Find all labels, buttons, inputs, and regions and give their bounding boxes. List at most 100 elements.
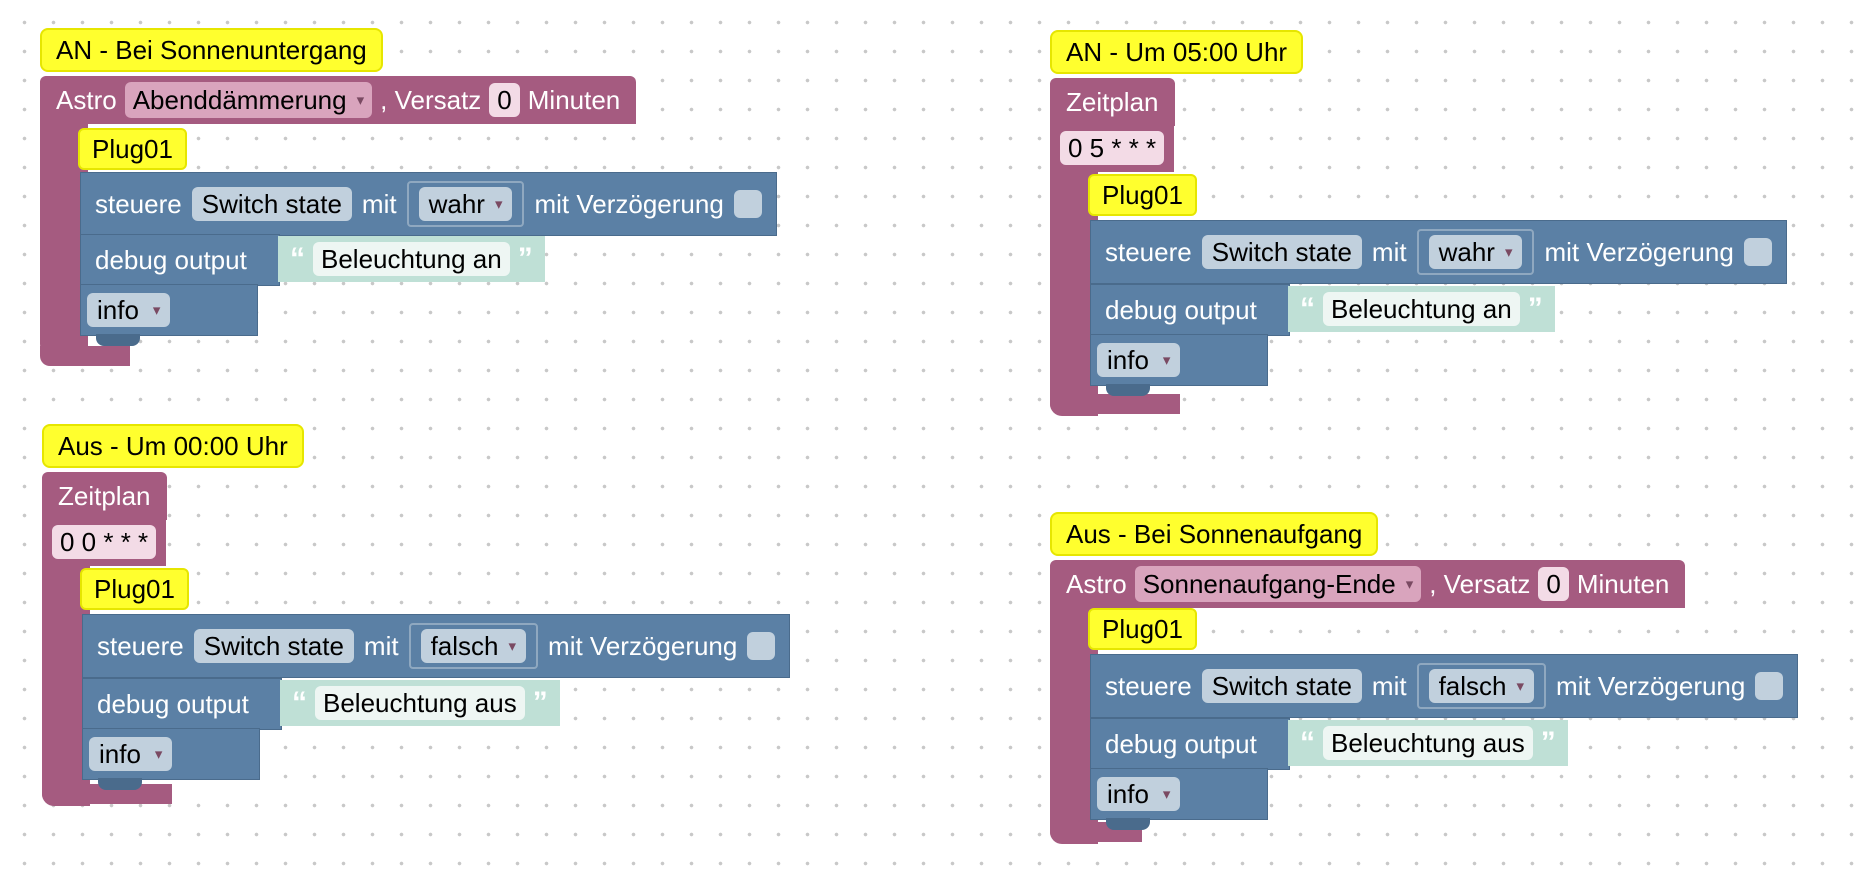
- debug-level-row[interactable]: info ▾: [82, 728, 260, 780]
- delay-checkbox[interactable]: [1743, 238, 1772, 266]
- script-comment[interactable]: Aus - Um 00:00 Uhr: [42, 424, 304, 468]
- debug-label: debug output: [95, 244, 247, 275]
- event-block-foot[interactable]: [40, 346, 130, 366]
- script-aus-0000[interactable]: Aus - Um 00:00 Uhr Zeitplan 0 0 * * * Pl…: [42, 424, 822, 814]
- script-comment[interactable]: Aus - Bei Sonnenaufgang: [1050, 512, 1379, 556]
- text-block[interactable]: “ Beleuchtung aus ”: [1288, 720, 1568, 766]
- close-quote-icon: ”: [1527, 292, 1543, 325]
- device-comment[interactable]: Plug01: [1088, 608, 1197, 650]
- open-quote-icon: “: [1300, 726, 1315, 759]
- boolean-block[interactable]: falsch ▾: [408, 623, 539, 669]
- script-comment[interactable]: AN - Bei Sonnenuntergang: [40, 28, 383, 72]
- schedule-label: Zeitplan: [58, 480, 151, 511]
- boolean-block[interactable]: falsch ▾: [1416, 663, 1547, 709]
- level-dropdown[interactable]: info ▾: [1097, 777, 1181, 811]
- delay-checkbox[interactable]: [733, 190, 762, 218]
- text-input[interactable]: Beleuchtung aus: [1323, 726, 1533, 760]
- text-block[interactable]: “ Beleuchtung an ”: [1288, 286, 1555, 332]
- chevron-down-icon: ▾: [154, 746, 163, 763]
- text-input[interactable]: Beleuchtung an: [313, 242, 510, 276]
- control-block[interactable]: steuere Switch state mit wahr ▾ mit Verz…: [80, 172, 777, 236]
- control-label: steuere: [1105, 670, 1192, 701]
- cron-row[interactable]: 0 0 * * *: [42, 518, 167, 566]
- chevron-down-icon: ▾: [1516, 678, 1525, 695]
- debug-label: debug output: [1105, 294, 1257, 325]
- schedule-label: Zeitplan: [1066, 86, 1159, 117]
- astro-value: Abenddämmerung: [132, 84, 347, 115]
- level-dropdown[interactable]: info ▾: [1097, 343, 1181, 377]
- astro-dropdown[interactable]: Abenddämmerung ▾: [124, 82, 373, 118]
- chevron-down-icon: ▾: [1405, 576, 1414, 593]
- debug-block[interactable]: debug output: [82, 678, 282, 730]
- level-value: info: [97, 294, 139, 325]
- offset-unit: Minuten: [1576, 568, 1670, 599]
- offset-label: , Versatz: [380, 84, 482, 115]
- schedule-trigger-block[interactable]: Zeitplan: [42, 472, 167, 520]
- control-label: steuere: [1105, 236, 1192, 267]
- boolean-block[interactable]: wahr ▾: [406, 181, 525, 227]
- control-block[interactable]: steuere Switch state mit falsch ▾ mit Ve…: [82, 614, 791, 678]
- boolean-dropdown[interactable]: falsch ▾: [420, 629, 527, 663]
- debug-level-row[interactable]: info ▾: [1090, 768, 1268, 820]
- open-quote-icon: “: [1300, 292, 1315, 325]
- block-connector: [1106, 818, 1150, 830]
- state-dropdown[interactable]: Switch state: [1201, 235, 1362, 269]
- astro-trigger-block[interactable]: Astro Abenddämmerung ▾ , Versatz 0 Minut…: [40, 76, 637, 124]
- cron-input[interactable]: 0 0 * * *: [52, 525, 157, 559]
- text-block[interactable]: “ Beleuchtung aus ”: [280, 680, 560, 726]
- state-dropdown[interactable]: Switch state: [191, 187, 352, 221]
- debug-level-row[interactable]: info ▾: [1090, 334, 1268, 386]
- delay-label: mit Verzögerung: [1544, 236, 1734, 267]
- debug-block[interactable]: debug output: [80, 234, 280, 286]
- script-comment[interactable]: AN - Um 05:00 Uhr: [1050, 30, 1304, 74]
- boolean-value: falsch: [1438, 670, 1507, 701]
- control-block[interactable]: steuere Switch state mit falsch ▾ mit Ve…: [1090, 654, 1799, 718]
- boolean-dropdown[interactable]: wahr ▾: [418, 187, 513, 221]
- boolean-block[interactable]: wahr ▾: [1416, 229, 1535, 275]
- debug-label: debug output: [1105, 728, 1257, 759]
- state-dropdown[interactable]: Switch state: [1201, 669, 1362, 703]
- boolean-dropdown[interactable]: falsch ▾: [1428, 669, 1535, 703]
- with-label: mit: [1371, 670, 1407, 701]
- astro-dropdown[interactable]: Sonnenaufgang-Ende ▾: [1134, 566, 1422, 602]
- script-aus-sonnenaufgang[interactable]: Aus - Bei Sonnenaufgang Astro Sonnenaufg…: [1050, 512, 1830, 852]
- with-label: mit: [363, 630, 399, 661]
- script-an-sonnenuntergang[interactable]: AN - Bei Sonnenuntergang Astro Abenddämm…: [40, 28, 800, 368]
- level-dropdown[interactable]: info ▾: [87, 293, 171, 327]
- chevron-down-icon: ▾: [1504, 244, 1513, 261]
- open-quote-icon: “: [290, 242, 305, 275]
- boolean-dropdown[interactable]: wahr ▾: [1428, 235, 1523, 269]
- delay-label: mit Verzögerung: [1556, 670, 1746, 701]
- cron-row[interactable]: 0 5 * * *: [1050, 124, 1175, 172]
- control-block[interactable]: steuere Switch state mit wahr ▾ mit Verz…: [1090, 220, 1787, 284]
- script-an-0500[interactable]: AN - Um 05:00 Uhr Zeitplan 0 5 * * * Plu…: [1050, 30, 1830, 420]
- text-input[interactable]: Beleuchtung an: [1323, 292, 1520, 326]
- cron-input[interactable]: 0 5 * * *: [1060, 131, 1165, 165]
- astro-label: Astro: [56, 84, 117, 115]
- delay-checkbox[interactable]: [747, 632, 776, 660]
- offset-input[interactable]: 0: [489, 83, 520, 117]
- schedule-trigger-block[interactable]: Zeitplan: [1050, 78, 1175, 126]
- device-comment[interactable]: Plug01: [1088, 174, 1197, 216]
- offset-input[interactable]: 0: [1538, 567, 1569, 601]
- chevron-down-icon: ▾: [494, 196, 503, 213]
- debug-level-row[interactable]: info ▾: [80, 284, 258, 336]
- offset-label: , Versatz: [1429, 568, 1531, 599]
- text-block[interactable]: “ Beleuchtung an ”: [278, 236, 545, 282]
- chevron-down-icon: ▾: [152, 302, 161, 319]
- level-dropdown[interactable]: info ▾: [89, 737, 173, 771]
- event-block-foot[interactable]: [42, 784, 172, 804]
- debug-block[interactable]: debug output: [1090, 718, 1290, 770]
- open-quote-icon: “: [292, 686, 307, 719]
- chevron-down-icon: ▾: [1162, 786, 1171, 803]
- event-block-foot[interactable]: [1050, 394, 1180, 414]
- device-comment[interactable]: Plug01: [80, 568, 189, 610]
- device-comment[interactable]: Plug01: [78, 128, 187, 170]
- debug-block[interactable]: debug output: [1090, 284, 1290, 336]
- chevron-down-icon: ▾: [1162, 352, 1171, 369]
- offset-unit: Minuten: [527, 84, 621, 115]
- state-dropdown[interactable]: Switch state: [193, 629, 354, 663]
- text-input[interactable]: Beleuchtung aus: [315, 686, 525, 720]
- delay-checkbox[interactable]: [1755, 672, 1784, 700]
- astro-trigger-block[interactable]: Astro Sonnenaufgang-Ende ▾ , Versatz 0 M…: [1050, 560, 1686, 608]
